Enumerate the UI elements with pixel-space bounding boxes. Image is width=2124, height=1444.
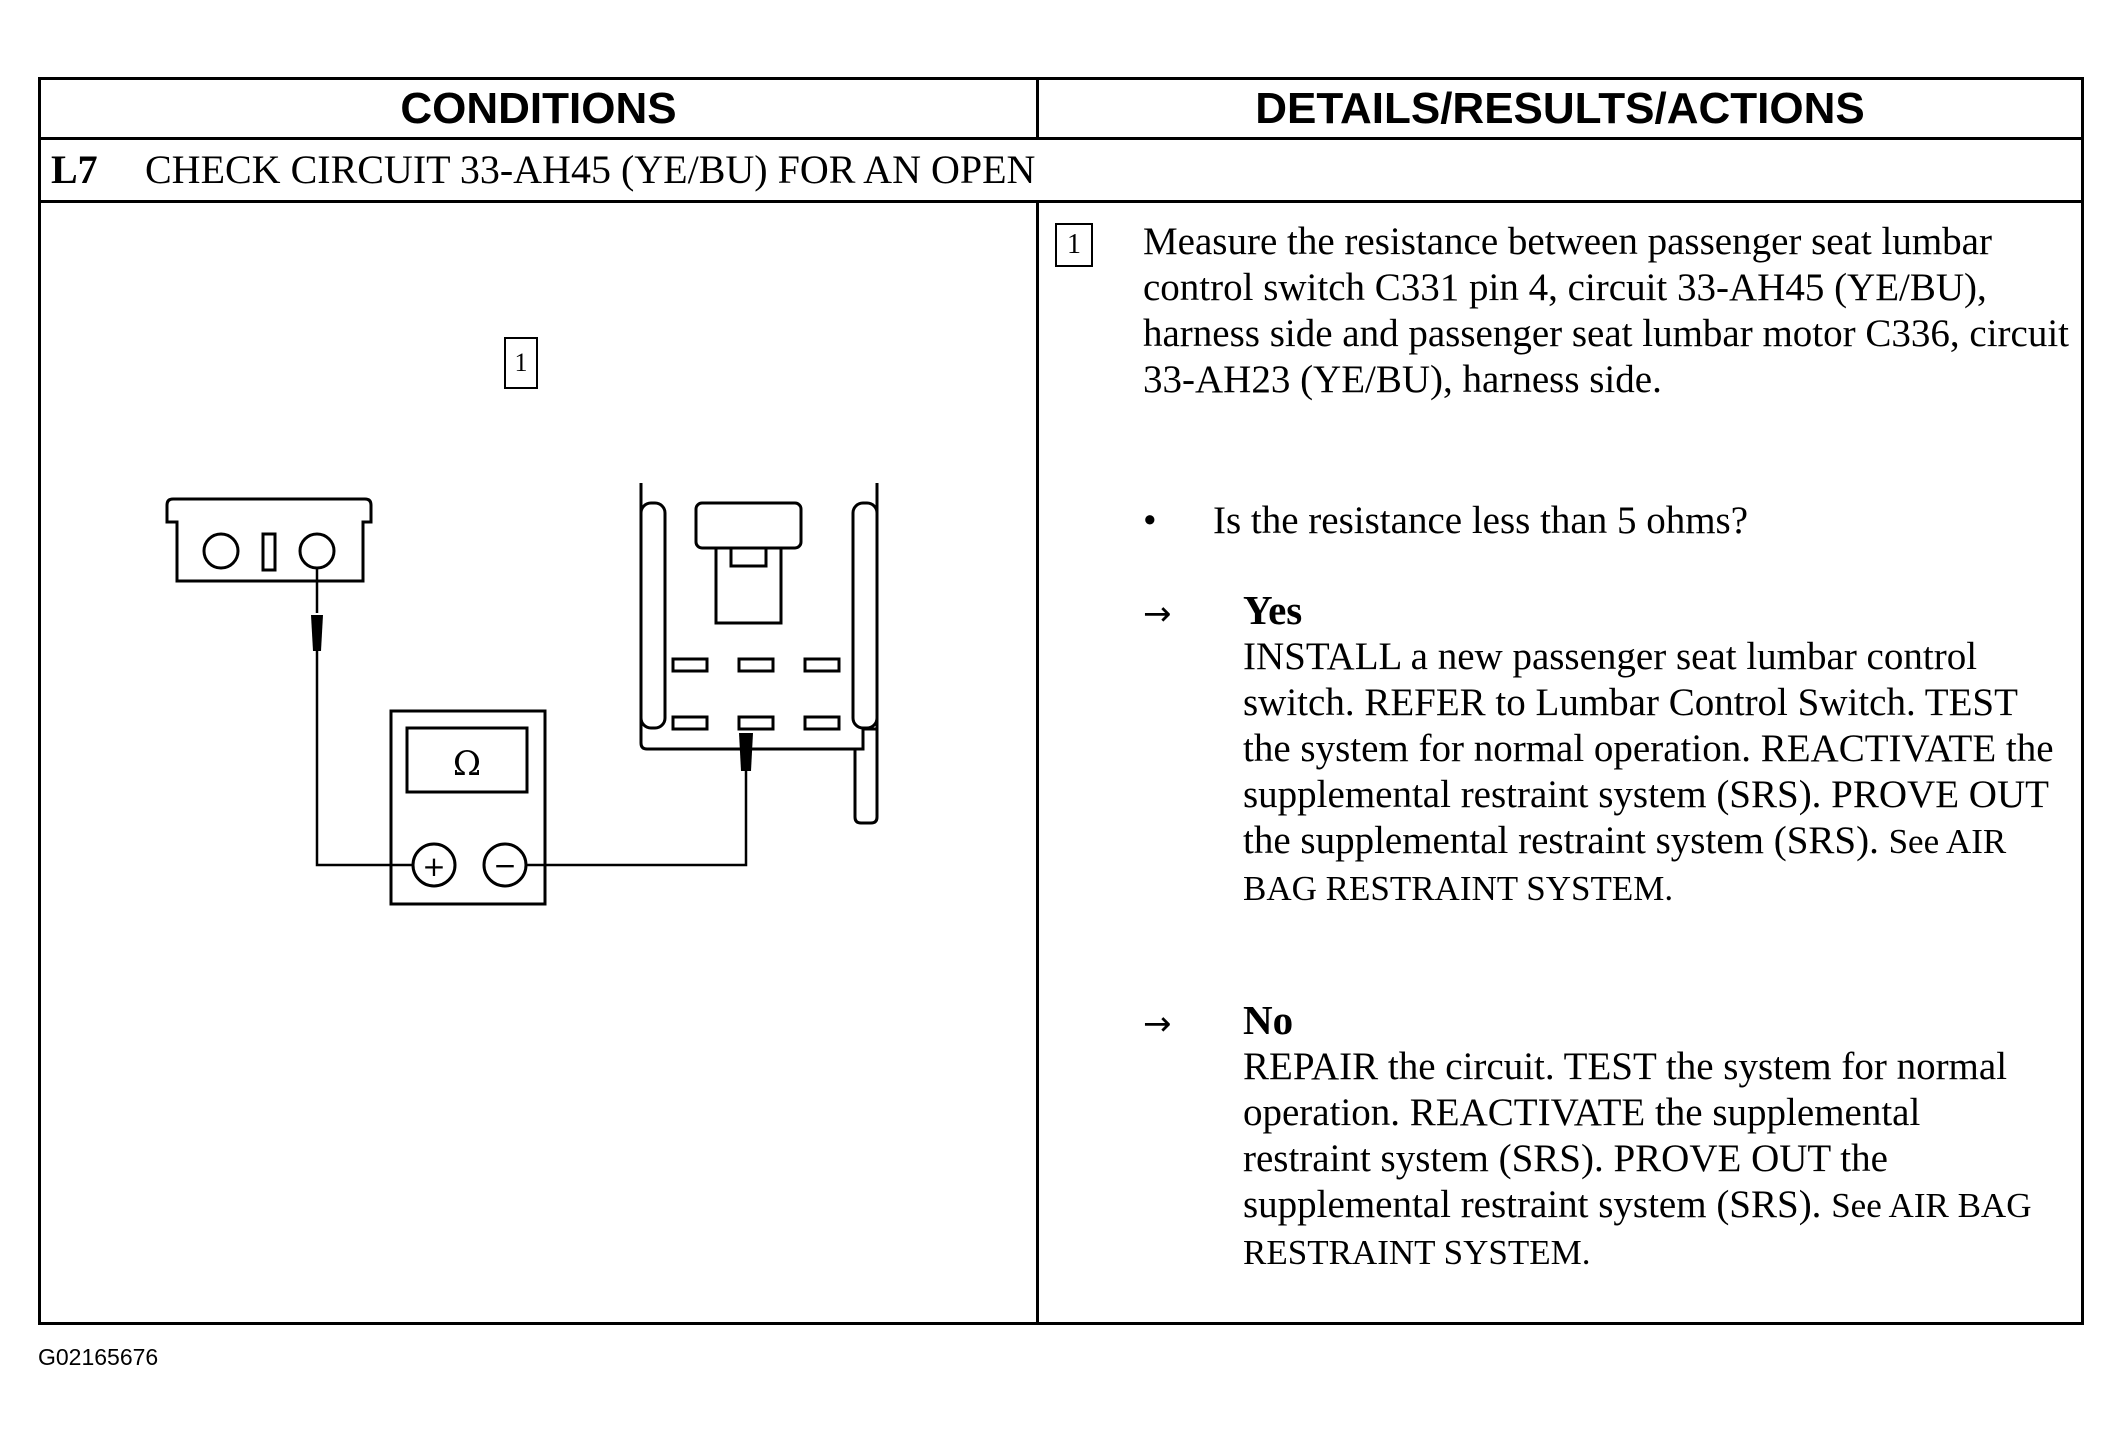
- minus-terminal-label: −: [493, 849, 516, 882]
- step-title-row: L7 CHECK CIRCUIT 33-AH45 (YE/BU) FOR AN …: [41, 140, 2081, 203]
- table-header: CONDITIONS DETAILS/RESULTS/ACTIONS: [41, 80, 2081, 140]
- conditions-cell: 1: [41, 203, 1039, 1322]
- yes-see-reference: See AIR BAG RESTRAINT SYSTEM.: [1243, 822, 2007, 908]
- bullet-icon: •: [1143, 499, 1157, 542]
- question-text: Is the resistance less than 5 ohms?: [1213, 499, 1749, 542]
- yes-arrow-icon: →: [1143, 594, 1172, 634]
- ohm-symbol: Ω: [453, 744, 481, 784]
- figure-id: G02165676: [38, 1344, 159, 1370]
- yes-label: Yes: [1243, 587, 1303, 633]
- conditions-header: CONDITIONS: [41, 80, 1039, 137]
- diagnostic-table: CONDITIONS DETAILS/RESULTS/ACTIONS L7 CH…: [38, 77, 2084, 1325]
- no-action-text: REPAIR the circuit. TEST the system for …: [1243, 1045, 2032, 1272]
- switch-connector-icon: [165, 497, 373, 583]
- details-cell: 1 Measure the resistance between passeng…: [1039, 203, 2081, 1322]
- no-arrow-icon: →: [1143, 1004, 1172, 1044]
- diagram-callout-box: [504, 337, 538, 389]
- no-label: No: [1243, 997, 1294, 1043]
- step-title: CHECK CIRCUIT 33-AH45 (YE/BU) FOR AN OPE…: [145, 147, 1036, 192]
- step-id: L7: [51, 147, 98, 192]
- probe-tips: [311, 615, 753, 771]
- plus-terminal-label: +: [422, 850, 445, 883]
- motor-connector-icon: [639, 483, 879, 825]
- details-header: DETAILS/RESULTS/ACTIONS: [1255, 84, 1865, 133]
- no-see-reference: See AIR BAG RESTRAINT SYSTEM.: [1243, 1186, 2032, 1272]
- test-leads: [315, 568, 748, 867]
- circuit-diagram: 1: [165, 337, 879, 906]
- ohmmeter-icon: [389, 709, 547, 906]
- instruction-text: Measure the resistance between passenger…: [1143, 220, 2070, 401]
- yes-action-text: INSTALL a new passenger seat lumbar cont…: [1243, 635, 2054, 908]
- diagram-callout-number: 1: [515, 348, 528, 377]
- details-callout-box: 1: [1055, 223, 1093, 267]
